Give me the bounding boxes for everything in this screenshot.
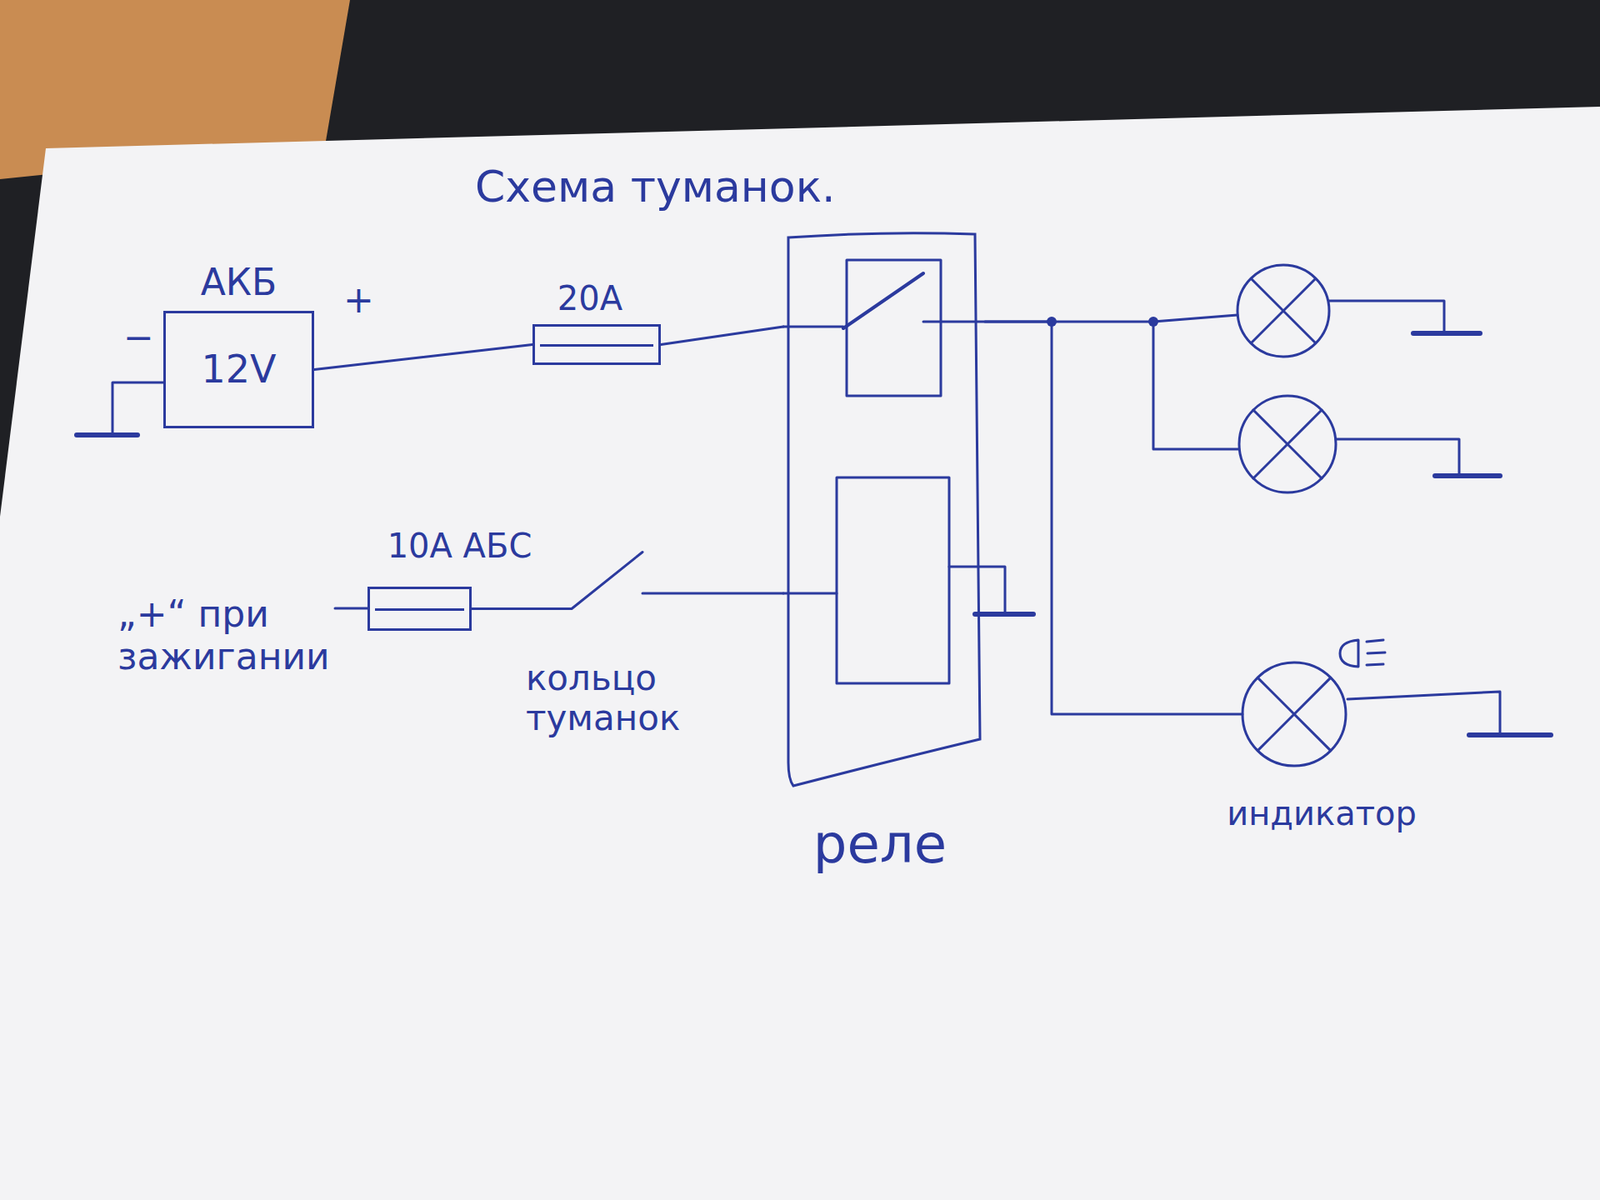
relay-outline-path — [788, 233, 980, 786]
fog-lamp — [1239, 395, 1336, 493]
battery-label: АКБ — [200, 261, 278, 305]
fog-lamp — [1237, 265, 1330, 357]
ignition-wire — [335, 607, 368, 610]
fuse-element — [540, 344, 654, 347]
coil-ground-wire — [949, 566, 1005, 613]
battery-outline: 12V — [163, 310, 315, 429]
ground-wire — [1329, 300, 1445, 332]
lamp-wire — [1153, 321, 1240, 450]
lamp-circle — [1242, 662, 1346, 766]
minus-sign: − — [123, 316, 155, 360]
fog-light-rays — [1366, 640, 1385, 665]
diagram-title: Схема туманок. — [475, 162, 836, 213]
relay-outline: реле — [783, 229, 985, 791]
fuse-10a: 10А АБС — [367, 586, 472, 631]
coil-input-wire — [783, 592, 837, 595]
ground-symbol — [975, 611, 1034, 617]
relay-input-wire — [783, 325, 844, 329]
lamp-cross — [1251, 279, 1315, 343]
wire — [314, 345, 533, 370]
indicator-label: индикатор — [1226, 794, 1417, 833]
ground-wire — [1347, 691, 1500, 734]
fuse-outline — [367, 586, 472, 631]
lamp-wire — [1153, 315, 1238, 322]
relay-coil-box — [836, 477, 950, 684]
lamp-symbol — [1240, 660, 1348, 768]
indicator-lamp: индикатор — [1240, 660, 1348, 768]
fuse-element — [375, 608, 465, 611]
junction-dot — [1148, 316, 1159, 327]
paper — [0, 106, 1600, 1200]
relay-contact — [843, 273, 924, 329]
ground-symbol — [1435, 473, 1500, 479]
ground-symbol — [76, 432, 138, 438]
ground-wire — [112, 382, 164, 434]
ground-wire — [1335, 439, 1460, 475]
ground-symbol — [1413, 330, 1480, 336]
lamp-cross — [1258, 678, 1331, 751]
ground-symbol — [1469, 732, 1551, 738]
ignition-note: „+“ при зажигании — [117, 593, 385, 678]
fog-light-icon — [1340, 640, 1359, 667]
wire — [985, 321, 1243, 715]
fuse-outline — [532, 324, 661, 365]
fuse-20a: 20А — [532, 324, 661, 365]
fuse-rating: 20А — [557, 279, 623, 318]
lamp-cross — [1253, 410, 1322, 479]
switch-label: кольцо туманок — [525, 658, 718, 740]
wire — [660, 326, 784, 345]
relay-label: реле — [813, 814, 947, 876]
battery-box: 12VАКБ — [163, 310, 315, 429]
relay-housing — [783, 229, 985, 791]
fuse-rating: 10А АБС — [387, 526, 533, 565]
relay-switch-box — [846, 260, 941, 396]
plus-sign: + — [343, 279, 375, 322]
voltage-label: 12V — [200, 347, 276, 392]
